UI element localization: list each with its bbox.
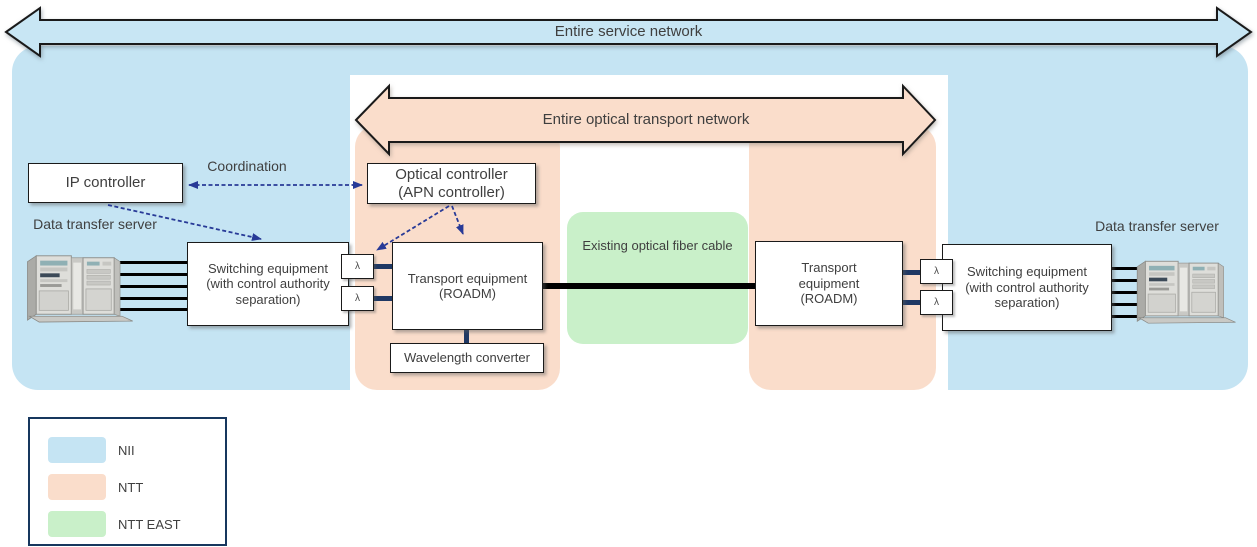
- legend-swatch-ntt-east: [48, 511, 106, 537]
- server-link-right-2: [1108, 279, 1144, 282]
- data-transfer-server-right-label: Data transfer server: [1095, 218, 1219, 234]
- optical-network-arrow-label: Entire optical transport network: [542, 111, 750, 128]
- lambda-symbol: λ: [934, 297, 939, 308]
- service-network-arrow: [4, 6, 1253, 58]
- lambda-port-left-2: λ: [341, 286, 374, 311]
- ntt-east-region: Existing optical fiber cable: [567, 212, 748, 344]
- server-link-right-1: [1108, 267, 1144, 270]
- server-link-left-2: [120, 273, 190, 276]
- lambda-symbol: λ: [934, 266, 939, 277]
- switching-left-line2: (with control authority: [206, 276, 330, 292]
- transport-right-line2: equipment: [798, 275, 860, 291]
- wavelength-converter-box: Wavelength converter: [390, 343, 544, 373]
- switching-left-line3: separation): [235, 291, 301, 307]
- lambda-port-left-1: λ: [341, 254, 374, 279]
- lambda-symbol: λ: [355, 261, 360, 272]
- server-link-left-4: [120, 297, 190, 300]
- existing-fiber-label: Existing optical fiber cable: [582, 238, 733, 253]
- server-link-left-3: [120, 285, 190, 288]
- switching-equipment-left-box: Switching equipment (with control author…: [187, 242, 349, 326]
- server-link-right-3: [1108, 291, 1144, 294]
- switching-right-line1: Switching equipment: [967, 264, 1087, 280]
- lambda-link-left-2: [372, 296, 392, 301]
- legend-swatch-ntt: [48, 474, 106, 500]
- lambda-link-right-1: [903, 270, 922, 275]
- switching-equipment-right-box: Switching equipment (with control author…: [942, 244, 1112, 331]
- legend-label-ntt: NTT: [118, 480, 144, 495]
- data-transfer-server-left-label: Data transfer server: [33, 216, 157, 232]
- legend-label-nii: NII: [118, 443, 135, 458]
- transport-equipment-right-box: Transport equipment (ROADM): [755, 241, 903, 326]
- data-transfer-server-left-icon: [27, 255, 133, 323]
- switching-right-line2: (with control authority: [965, 279, 1089, 295]
- transport-right-line1: Transport: [801, 260, 857, 276]
- lambda-port-right-1: λ: [920, 259, 953, 284]
- lambda-symbol: λ: [355, 293, 360, 304]
- transport-left-line2: (ROADM): [438, 286, 497, 301]
- server-link-right-4: [1108, 303, 1144, 306]
- optical-controller-box: Optical controller (APN controller): [367, 163, 536, 204]
- transport-right-line3: (ROADM): [800, 291, 858, 307]
- optical-controller-label-line2: (APN controller): [398, 183, 505, 201]
- legend-label-ntt-east: NTT EAST: [118, 517, 181, 532]
- wavelength-converter-label: Wavelength converter: [404, 350, 530, 366]
- transport-equipment-left-box: Transport equipment (ROADM): [392, 242, 543, 330]
- ip-controller-label: IP controller: [65, 174, 146, 191]
- legend: NII NTT NTT EAST: [28, 417, 227, 546]
- lambda-link-right-2: [903, 300, 922, 305]
- coordination-label: Coordination: [207, 158, 287, 174]
- server-link-left-1: [120, 261, 190, 264]
- switching-left-line1: Switching equipment: [208, 260, 328, 276]
- service-network-arrow-label: Entire service network: [554, 23, 703, 40]
- lambda-link-left-1: [372, 264, 392, 269]
- server-link-right-5: [1108, 315, 1144, 318]
- fiber-link-line: [543, 283, 755, 289]
- ip-controller-box: IP controller: [28, 163, 183, 203]
- legend-swatch-nii: [48, 437, 106, 463]
- optical-controller-label-line1: Optical controller: [395, 165, 508, 183]
- transport-left-line1: Transport equipment: [407, 270, 528, 286]
- optical-network-arrow: [354, 83, 937, 157]
- wavelength-converter-link: [464, 330, 469, 343]
- server-link-left-5: [120, 308, 190, 311]
- switching-right-line3: separation): [994, 295, 1060, 311]
- data-transfer-server-right-icon: [1136, 260, 1236, 324]
- lambda-port-right-2: λ: [920, 290, 953, 315]
